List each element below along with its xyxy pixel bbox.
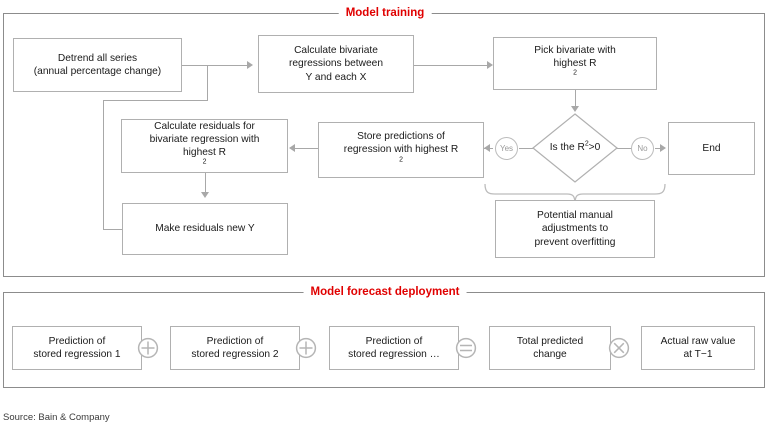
- deployment-node-1-line2: stored regression 1: [33, 349, 121, 360]
- node-manual-line1: Potential manual: [537, 210, 613, 222]
- arrowhead-store-to-residuals: [289, 144, 295, 152]
- source-note: Source: Bain & Company: [3, 412, 110, 423]
- arrowhead-residuals-to-makeY: [201, 192, 209, 198]
- node-calculate-bivariate-regressions[interactable]: Calculate bivariate regressions between …: [258, 35, 414, 93]
- node-decision-is-r2-positive[interactable]: Is the R2>0: [532, 113, 618, 183]
- node-pick-superscript: 2: [573, 69, 577, 77]
- arrowhead-pick-to-decision: [571, 106, 579, 112]
- branch-badge-yes: Yes: [495, 137, 518, 160]
- node-detrend-line1: Detrend all series: [57, 52, 138, 64]
- connector-feedback-up: [103, 100, 104, 230]
- node-make-residuals-new-y[interactable]: Make residuals new Y: [122, 203, 288, 255]
- node-decision-line1: Is the: [549, 142, 575, 154]
- multiply-operator-icon: [608, 337, 630, 359]
- deployment-node-3-line2: stored regression …: [348, 349, 440, 360]
- node-manual-line3: prevent overfitting: [534, 236, 616, 248]
- connector-residuals-to-makeY: [205, 173, 206, 195]
- deployment-node-actual-raw-value[interactable]: Actual raw value at T−1: [641, 326, 755, 370]
- connector-detrend-to-calc: [182, 65, 250, 66]
- node-calc-line3: Y and each X: [305, 71, 367, 83]
- node-detrend-line2: (annual percentage change): [33, 66, 162, 77]
- deployment-node-5-line1: Actual raw value: [660, 335, 736, 347]
- connector-decision-no: [616, 148, 632, 149]
- deployment-node-prediction-n[interactable]: Prediction of stored regression …: [329, 326, 459, 370]
- diamond-shape-icon: [532, 113, 618, 183]
- node-store-line1: Store predictions of: [357, 131, 445, 143]
- arrowhead-detrend-to-calc: [247, 61, 253, 69]
- branch-badge-no-label: No: [637, 144, 648, 153]
- node-calc-line2: regressions between: [288, 58, 383, 70]
- deployment-node-total-predicted-change[interactable]: Total predicted change: [489, 326, 611, 370]
- node-store-predictions[interactable]: Store predictions of regression with hig…: [318, 122, 484, 178]
- connector-feedback-left: [103, 229, 122, 230]
- arrowhead-yes-to-store: [484, 144, 490, 152]
- node-potential-manual-adjustments[interactable]: Potential manual adjustments to prevent …: [495, 200, 655, 258]
- arrowhead-no-to-end: [660, 144, 666, 152]
- connector-store-to-residuals: [295, 148, 319, 149]
- deployment-node-4-line1: Total predicted: [516, 335, 584, 347]
- panel-title-model-forecast-deployment: Model forecast deployment: [303, 286, 467, 299]
- node-manual-line2: adjustments to: [541, 223, 609, 235]
- node-detrend-all-series[interactable]: Detrend all series (annual percentage ch…: [13, 38, 182, 92]
- connector-calc-to-pick: [414, 65, 491, 66]
- node-make-residuals-label: Make residuals new Y: [155, 223, 255, 235]
- deployment-node-3-line1: Prediction of: [365, 335, 423, 347]
- connector-decision-yes: [519, 148, 535, 149]
- node-decision-line2: R2>0: [577, 141, 601, 154]
- node-residuals-line1: Calculate residuals for: [154, 120, 255, 132]
- connector-no-to-end: [655, 148, 662, 149]
- panel-title-model-training: Model training: [338, 7, 432, 20]
- node-calc-line1: Calculate bivariate: [294, 45, 378, 57]
- node-residuals-line2: bivariate regression with: [149, 133, 260, 145]
- node-end-label: End: [702, 142, 721, 154]
- node-end[interactable]: End: [668, 122, 755, 175]
- node-calculate-residuals[interactable]: Calculate residuals for bivariate regres…: [121, 119, 288, 173]
- plus-operator-icon-2: [295, 337, 317, 359]
- node-pick-line1: Pick bivariate with: [534, 44, 616, 56]
- connector-pick-to-decision: [575, 90, 576, 110]
- deployment-node-1-line1: Prediction of: [48, 335, 106, 347]
- arrowhead-calc-to-pick: [487, 61, 493, 69]
- deployment-node-prediction-2[interactable]: Prediction of stored regression 2: [170, 326, 300, 370]
- plus-operator-icon-1: [137, 337, 159, 359]
- branch-badge-no: No: [631, 137, 654, 160]
- deployment-node-prediction-1[interactable]: Prediction of stored regression 1: [12, 326, 142, 370]
- deployment-node-4-line2: change: [533, 349, 567, 360]
- equals-operator-icon: [455, 337, 477, 359]
- deployment-node-2-line1: Prediction of: [206, 335, 264, 347]
- branch-badge-yes-label: Yes: [499, 144, 514, 153]
- connector-feedback-join: [207, 65, 208, 101]
- connector-feedback-top: [103, 100, 208, 101]
- deployment-node-5-line2: at T−1: [683, 349, 713, 360]
- deployment-node-2-line2: stored regression 2: [191, 349, 279, 360]
